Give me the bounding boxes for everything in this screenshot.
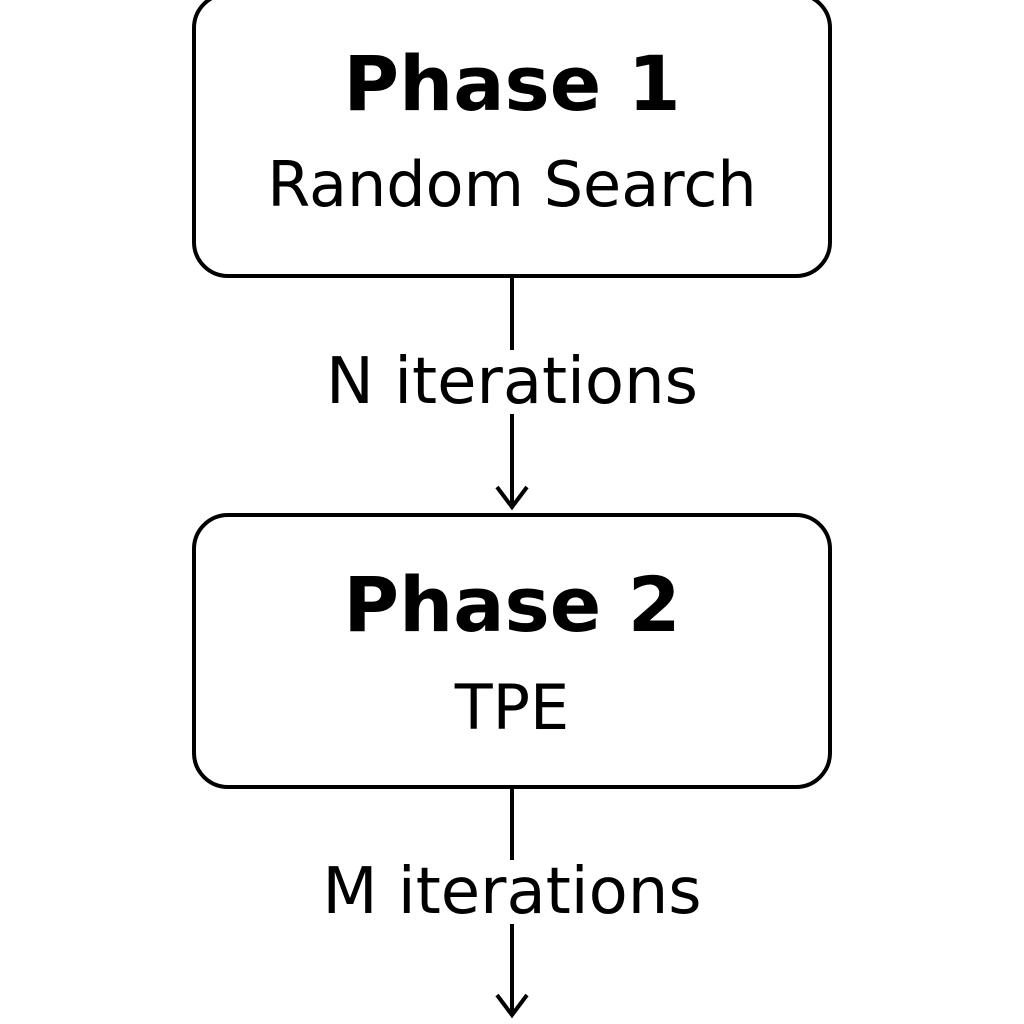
phase-1-title: Phase 1 — [343, 39, 681, 128]
phase-2-subtitle: TPE — [454, 671, 570, 744]
phase-1-box: Phase 1 Random Search — [192, 0, 832, 278]
phase-1-subtitle: Random Search — [267, 148, 757, 221]
arrowhead-2 — [495, 993, 529, 1019]
phase-2-box: Phase 2 TPE — [192, 513, 832, 789]
arrowhead-1 — [495, 485, 529, 511]
edge-label-m-iterations: M iterations — [212, 860, 812, 924]
phase-2-title: Phase 2 — [343, 560, 681, 649]
edge-label-n-iterations: N iterations — [212, 350, 812, 414]
